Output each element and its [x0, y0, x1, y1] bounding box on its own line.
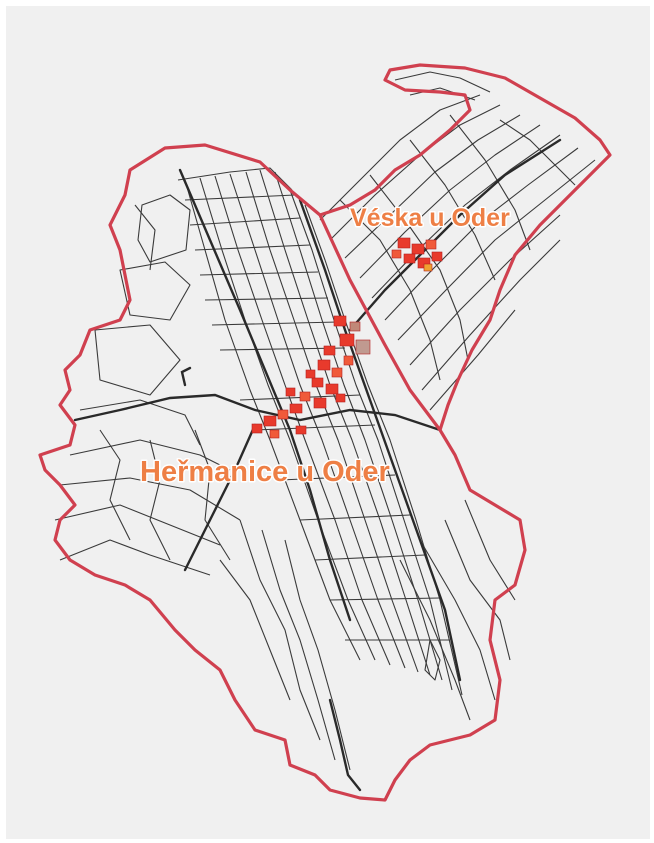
parcel-line	[394, 71, 491, 93]
parcel-line	[371, 134, 561, 299]
parcel-line	[245, 171, 419, 673]
parcel-line	[149, 439, 171, 561]
parcel-line	[261, 529, 336, 761]
parcel-line	[329, 597, 441, 601]
building	[355, 339, 371, 355]
building	[343, 355, 354, 366]
parcel-line	[69, 439, 231, 471]
building	[305, 369, 316, 379]
parcel-line	[94, 324, 181, 396]
road-line	[73, 393, 442, 432]
parcel-line	[424, 639, 441, 681]
building	[269, 429, 280, 439]
parcel-line	[314, 554, 426, 561]
parcel-line	[177, 167, 293, 191]
road-line	[180, 366, 192, 387]
parcel-line	[464, 499, 516, 601]
road-line	[183, 423, 257, 572]
building	[335, 393, 346, 403]
parcel-line	[319, 94, 481, 221]
building	[311, 377, 324, 388]
building	[425, 239, 437, 250]
parcel-line	[384, 147, 579, 321]
building	[423, 263, 433, 272]
label-hermanice: Heřmanice u Oder	[140, 456, 390, 488]
parcel-line	[219, 559, 291, 701]
building	[331, 367, 343, 378]
parcel-line	[254, 424, 376, 431]
building	[403, 253, 416, 264]
cadastral-boundaries	[38, 63, 612, 802]
road-lines	[73, 138, 562, 792]
place-labels: Véska u Oder Heřmanice u Oder	[139, 203, 512, 490]
parcel-line	[399, 559, 471, 721]
road-line	[178, 168, 352, 622]
road-line	[328, 698, 362, 792]
parcel-line	[229, 173, 406, 669]
parcel-line	[199, 271, 319, 276]
parcel-line	[279, 474, 396, 481]
building	[285, 387, 296, 397]
parcel-line	[211, 321, 339, 326]
parcel-line	[499, 119, 576, 186]
cadastral-map: Véska u Oder Heřmanice u Oder	[38, 63, 612, 802]
building	[289, 403, 303, 414]
building	[325, 383, 339, 395]
parcel-line	[359, 124, 541, 279]
parcel-line	[429, 309, 516, 411]
building	[313, 397, 327, 409]
parcel-line	[59, 539, 211, 576]
building	[391, 249, 402, 259]
parcel-line	[99, 429, 131, 541]
parcel-line	[189, 217, 301, 226]
road-line	[298, 198, 462, 682]
parcel-line	[339, 199, 441, 381]
parcel-lines	[54, 71, 596, 771]
parcel-line	[204, 297, 329, 301]
building	[411, 243, 425, 255]
parcel-line	[184, 179, 361, 661]
buildings-layer	[251, 237, 443, 439]
map-canvas[interactable]: Véska u Oder Heřmanice u Oder	[6, 6, 650, 839]
parcel-line	[59, 477, 241, 521]
parcel-line	[184, 194, 296, 201]
label-veska: Véska u Oder	[350, 204, 510, 232]
parcel-line	[54, 504, 221, 546]
parcel-line	[119, 261, 191, 321]
parcel-line	[397, 159, 596, 341]
hermanice-boundary	[38, 143, 527, 802]
building	[333, 315, 347, 327]
building	[299, 391, 311, 402]
veska-boundary	[319, 63, 612, 431]
parcel-line	[409, 139, 496, 281]
parcel-line	[134, 204, 156, 271]
building	[323, 345, 336, 356]
parcel-line	[449, 114, 531, 251]
road-line	[348, 138, 562, 332]
parcel-line	[369, 174, 469, 361]
building	[317, 359, 331, 371]
building	[263, 415, 277, 427]
parcel-line	[137, 194, 191, 263]
building	[277, 409, 289, 420]
parcel-line	[239, 519, 321, 741]
parcel-line	[409, 214, 561, 366]
building	[431, 251, 443, 262]
parcel-line	[419, 539, 496, 701]
building	[295, 425, 307, 435]
building	[397, 237, 411, 249]
parcel-line	[284, 539, 351, 771]
building	[251, 423, 263, 434]
parcel-line	[79, 399, 201, 446]
building	[349, 321, 361, 332]
parcel-line	[444, 519, 511, 661]
parcel-line	[194, 429, 231, 561]
building	[339, 333, 355, 347]
